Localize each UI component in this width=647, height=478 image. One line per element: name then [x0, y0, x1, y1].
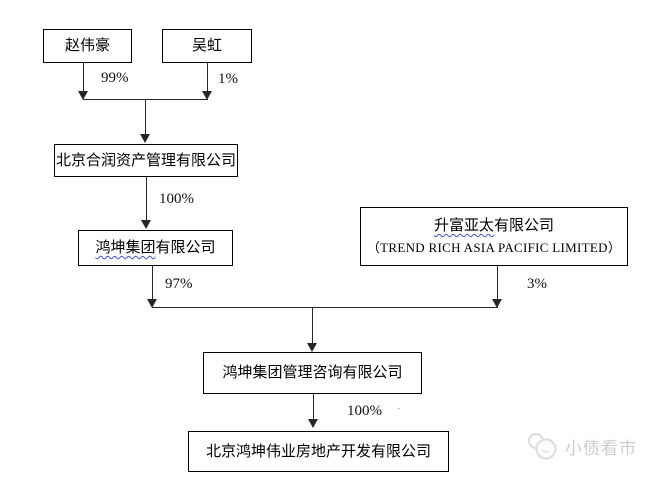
node-label: 北京合润资产管理有限公司: [55, 152, 236, 169]
node-label: 北京鸿坤伟业房地产开发有限公司: [205, 443, 431, 460]
arrowhead-zhao: [78, 91, 88, 100]
node-label: 赵伟豪: [64, 38, 110, 54]
arrowhead-beijing: [308, 419, 318, 428]
arrowhead-wu: [202, 91, 212, 100]
node-label: 鸿坤集团有限公司: [95, 240, 216, 256]
edge-label-99: 99%: [101, 70, 129, 86]
connector-herun-down: [146, 177, 148, 221]
arrowhead-group-merge: [147, 299, 157, 308]
node-label-cn: 升富亚太有限公司: [433, 218, 555, 235]
edge-label-1: 1%: [218, 71, 238, 87]
node-label-en: （TREND RICH ASIA PACIFIC LIMITED）: [366, 240, 622, 256]
node-trend-rich-asia-pacific: 升富亚太有限公司 （TREND RICH ASIA PACIFIC LIMITE…: [360, 207, 628, 266]
node-hongkun-mgmt: 鸿坤集团管理咨询有限公司: [203, 352, 422, 394]
connector-zhao-down: [83, 63, 85, 92]
node-label-underlined: 鸿坤集团: [95, 240, 156, 256]
connector-wu-down: [207, 63, 209, 92]
connector-to-herun: [145, 99, 147, 135]
node-wu-hong: 吴虹: [162, 29, 252, 63]
connector-to-mgmt: [312, 307, 314, 344]
edge-label-3: 3%: [527, 276, 547, 292]
node-hongkun-group: 鸿坤集团有限公司: [78, 230, 233, 266]
edge-label-97: 97%: [165, 276, 193, 292]
node-label: 吴虹: [191, 38, 222, 54]
arrowhead-group: [141, 220, 151, 229]
watermark-text: 小债看市: [565, 438, 637, 458]
node-label-underlined: 升富亚太: [433, 218, 494, 235]
edge-label-100-bottom: 100%: [347, 403, 382, 419]
node-beijing-herun: 北京合润资产管理有限公司: [54, 144, 238, 177]
stray-mark: ·: [397, 403, 401, 415]
connector-mgmt-down: [313, 394, 315, 420]
edge-label-100-top: 100%: [159, 191, 194, 207]
node-beijing-hongkun-weiye: 北京鸿坤伟业房地产开发有限公司: [188, 431, 449, 472]
arrowhead-mgmt: [307, 343, 317, 352]
node-zhao-weihao: 赵伟豪: [43, 29, 132, 63]
arrowhead-trend-merge: [492, 299, 502, 308]
arrowhead-herun: [140, 134, 150, 143]
connector-trend-down: [497, 266, 499, 300]
watermark: 小债看市: [526, 432, 637, 460]
node-label: 鸿坤集团管理咨询有限公司: [222, 365, 403, 381]
connector-group-down: [152, 266, 154, 300]
watermark-logo-icon: [527, 432, 557, 460]
connector-merge-bottom: [152, 307, 498, 309]
